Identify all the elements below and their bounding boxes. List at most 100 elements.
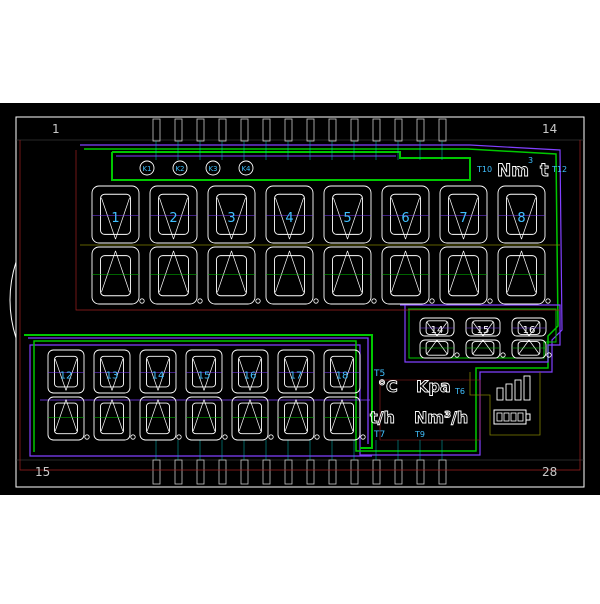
digit-diag bbox=[157, 399, 170, 432]
digit-lower-window bbox=[390, 255, 421, 297]
digit: 6 bbox=[381, 185, 435, 305]
digit-lower-window bbox=[274, 255, 305, 297]
signal-bars-icon bbox=[496, 375, 531, 401]
digit-lower-window bbox=[100, 402, 124, 435]
digit-diag bbox=[217, 197, 232, 240]
digit-diag bbox=[111, 399, 124, 432]
digit-diag bbox=[173, 250, 188, 293]
trace-unit-box bbox=[379, 379, 481, 441]
unit-nm: Nm bbox=[497, 161, 529, 181]
corner-label-top-left: 1 bbox=[52, 122, 60, 136]
digit: 13 bbox=[93, 349, 136, 441]
digit: 2 bbox=[149, 185, 203, 305]
digit-lower-window bbox=[146, 402, 170, 435]
digit-upper-cell bbox=[277, 349, 315, 394]
digit: 14 bbox=[419, 317, 460, 359]
digit-upper-cell bbox=[93, 349, 131, 394]
digit-lower-cell bbox=[277, 396, 315, 441]
digit-dp bbox=[487, 298, 493, 304]
pin bbox=[196, 459, 205, 485]
trace-annunciator-frame bbox=[111, 151, 471, 181]
digit-diag bbox=[159, 197, 174, 240]
digit-dp bbox=[255, 298, 261, 304]
bottom-pin-header bbox=[152, 459, 447, 485]
corner-label-bottom-left: 15 bbox=[35, 465, 50, 479]
digit-diag bbox=[507, 250, 522, 293]
digit-label: 3 bbox=[227, 211, 235, 226]
digit-lower-window bbox=[192, 402, 216, 435]
annunciator-label: K1 bbox=[142, 165, 151, 173]
digit-upper-window bbox=[517, 320, 541, 335]
digit-label: 15 bbox=[477, 325, 490, 336]
pin bbox=[262, 118, 271, 142]
digit-diag bbox=[289, 197, 304, 240]
digit-label: 2 bbox=[169, 211, 177, 226]
digit-lower-window bbox=[506, 255, 537, 297]
digit-upper-window bbox=[471, 320, 495, 335]
pin bbox=[174, 459, 183, 485]
digit-diag bbox=[203, 358, 216, 391]
digit-lower-cell bbox=[265, 246, 314, 305]
pin bbox=[262, 459, 271, 485]
digit-diag bbox=[405, 197, 420, 240]
signal-bar bbox=[514, 379, 522, 401]
annunciator-circle bbox=[139, 160, 155, 176]
digit-diag bbox=[231, 250, 246, 293]
digit-lower-cell bbox=[497, 246, 546, 305]
digit-upper-cell bbox=[497, 185, 546, 244]
digit-diag bbox=[54, 399, 67, 432]
test-point-t6: T6 bbox=[454, 387, 465, 396]
pin bbox=[152, 459, 161, 485]
pin bbox=[306, 118, 315, 142]
pin bbox=[218, 118, 227, 142]
digit-diag bbox=[159, 250, 174, 293]
pin bbox=[350, 459, 359, 485]
digit-diag bbox=[101, 197, 116, 240]
test-point-t9: T9 bbox=[414, 430, 425, 439]
trace-lower-frame-inner bbox=[28, 337, 369, 444]
digit-upper-window bbox=[100, 355, 124, 388]
digit-diag bbox=[157, 358, 170, 391]
digit-upper-window bbox=[146, 355, 170, 388]
annunciator-label: K4 bbox=[241, 165, 251, 173]
digit: 14 bbox=[139, 349, 182, 441]
corner-label-top-right: 14 bbox=[542, 122, 557, 136]
battery-cell bbox=[517, 412, 524, 422]
digit-dp bbox=[500, 352, 506, 358]
battery-tip bbox=[525, 413, 531, 421]
digit-diag bbox=[341, 358, 354, 391]
digit-diag bbox=[333, 250, 348, 293]
digit-dp bbox=[546, 352, 552, 358]
signal-bar bbox=[505, 383, 513, 401]
pin bbox=[328, 459, 337, 485]
digit: 16 bbox=[511, 317, 552, 359]
pin bbox=[328, 118, 337, 142]
digit-diag bbox=[65, 358, 78, 391]
digit: 5 bbox=[323, 185, 377, 305]
digit-upper-window bbox=[425, 320, 449, 335]
digit: 7 bbox=[439, 185, 493, 305]
digit-upper-window bbox=[332, 193, 363, 235]
digit-lower-cell bbox=[139, 396, 177, 441]
digit-upper-cell bbox=[231, 349, 269, 394]
digit-diag bbox=[275, 197, 290, 240]
test-point-t12: T12 bbox=[551, 165, 567, 174]
digit: 8 bbox=[497, 185, 551, 305]
unit-kpa: Kpa bbox=[416, 377, 451, 396]
digit-dp bbox=[84, 434, 90, 440]
digit-diag bbox=[482, 339, 494, 355]
digit-dp bbox=[130, 434, 136, 440]
digit-lower-window bbox=[330, 402, 354, 435]
digit-lower-cell bbox=[91, 246, 140, 305]
digit-dp bbox=[545, 298, 551, 304]
pin bbox=[372, 459, 381, 485]
digit-lower-cell bbox=[323, 396, 361, 441]
pin bbox=[350, 118, 359, 142]
digit-diag bbox=[192, 399, 205, 432]
digit-dp bbox=[197, 298, 203, 304]
pin bbox=[196, 118, 205, 142]
digit-diag bbox=[238, 358, 251, 391]
digit-lower-cell bbox=[149, 246, 198, 305]
